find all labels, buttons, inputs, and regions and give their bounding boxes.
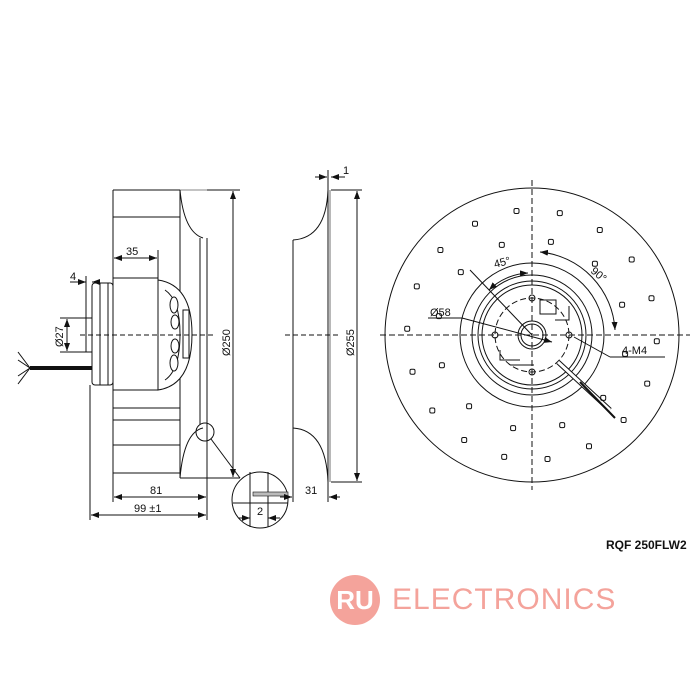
logo-badge: RU	[330, 575, 380, 625]
blade-hole	[620, 417, 627, 423]
dim-total-depth: 99 ±1	[134, 503, 161, 515]
blade-hole	[600, 394, 607, 401]
dim-shaft-len: 4	[70, 271, 76, 283]
blade-hole	[498, 241, 505, 248]
blade-hole	[644, 380, 651, 387]
front-view-impeller	[380, 180, 690, 490]
blade-hole	[653, 338, 660, 345]
logo-text: ELECTRONICS	[392, 583, 617, 616]
blade-hole	[438, 362, 445, 369]
angle-45: 45°	[493, 255, 512, 271]
blade-hole	[501, 453, 508, 460]
motor	[85, 277, 193, 391]
blade-hole	[409, 368, 416, 375]
blade-hole	[457, 269, 464, 276]
inlet-ring	[285, 189, 340, 483]
dim-motor-width: 35	[126, 246, 138, 258]
logo: RU ELECTRONICS	[330, 574, 616, 626]
blade-hole	[556, 210, 563, 217]
cable	[17, 351, 92, 385]
blade-hole	[596, 227, 603, 233]
dim-shaft-dia: Ø27	[54, 326, 66, 347]
blade-hole	[628, 256, 635, 263]
model-label: RQF 250FLW2	[606, 538, 687, 552]
blade-hole	[622, 350, 629, 357]
blade-hole	[435, 313, 442, 320]
dim-bolt-circle: Ø58	[430, 307, 451, 319]
detail-circle	[231, 471, 289, 529]
dim-threads: 4-M4	[622, 345, 647, 357]
dim-gap: 2	[257, 506, 263, 518]
blade-hole	[472, 220, 478, 227]
blade-hole	[544, 456, 551, 462]
blade-hole	[510, 425, 517, 432]
blade-hole	[513, 208, 520, 214]
dim-impeller-depth: 81	[150, 485, 162, 497]
side-view-impeller	[112, 189, 208, 479]
blade-hole	[461, 437, 468, 443]
blade-hole	[404, 325, 411, 332]
blade-hole	[437, 247, 444, 253]
dim-ring-thickness: 1	[343, 165, 349, 177]
dim-ring-dia: Ø255	[345, 329, 357, 356]
blade-hole	[586, 443, 592, 450]
blade-hole	[547, 238, 554, 245]
angle-90: 90°	[588, 265, 608, 285]
blade-hole	[413, 283, 420, 290]
dim-ring-depth: 31	[305, 485, 317, 497]
blade-hole	[619, 301, 626, 308]
blade-hole	[466, 403, 473, 410]
impeller-holes	[404, 208, 660, 462]
blade-hole	[648, 295, 655, 302]
dim-impeller-dia: Ø250	[221, 329, 233, 356]
blade-hole	[429, 407, 436, 414]
blade-hole	[559, 422, 566, 429]
